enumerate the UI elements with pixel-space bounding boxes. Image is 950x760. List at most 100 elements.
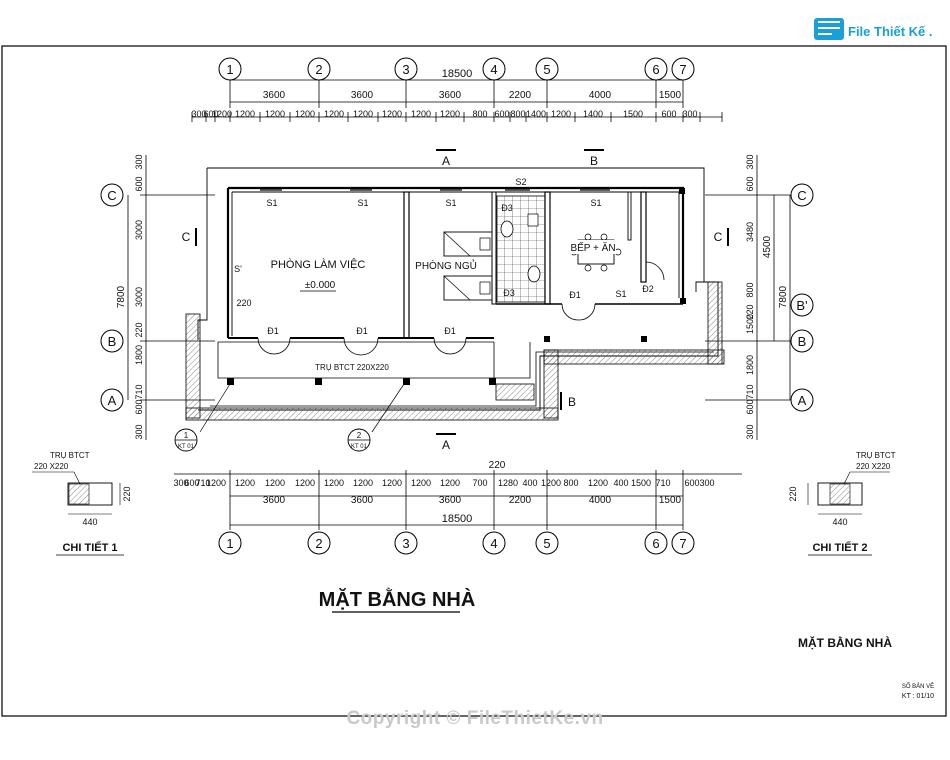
svg-text:440: 440	[832, 517, 847, 527]
building-plan	[185, 167, 725, 421]
planter-left	[185, 313, 201, 419]
top-bay-dim-2: 3600	[439, 90, 462, 101]
row-axis-left-A-label: A	[108, 393, 117, 408]
right-detail-dim-1: 600	[745, 176, 755, 191]
room-label-kitchen: BẾP + ĂN	[570, 241, 615, 254]
bottom-extra-dimension: 220	[489, 460, 506, 471]
room-label-bedroom: PHÒNG NGỦ	[415, 259, 477, 272]
right-detail-dim-7: 710	[745, 384, 755, 399]
bottom-detail-dim-3: 1200	[206, 478, 226, 488]
svg-text:File Thiết Kế .vn: File Thiết Kế .vn	[848, 24, 932, 39]
svg-text:TRỤ BTCT: TRỤ BTCT	[856, 451, 896, 460]
svg-text:Đ1: Đ1	[569, 290, 581, 300]
planter-right	[707, 281, 723, 365]
left-detail-dim-0: 300	[134, 154, 144, 169]
grid-axis-bottom-6: 6	[644, 531, 668, 555]
top-detail-dim-2: 1200	[212, 109, 232, 119]
bottom-total-dimension: 18500	[442, 513, 473, 525]
detail-2-column: TRỤ BTCT 220 X220 440 220 CHI TIẾT 2	[788, 451, 896, 556]
level-mark: ±0.000	[305, 280, 336, 291]
svg-text:S1: S1	[590, 198, 601, 208]
right-mid-dimension: 4500	[762, 235, 773, 258]
grid-axis-bottom-4: 4	[482, 531, 506, 555]
section-b-bottom: B	[568, 395, 576, 409]
detail-callout-2: 2 KT 01	[347, 383, 405, 452]
bottom-detail-dim-9: 1200	[382, 478, 402, 488]
row-axis-right-2-label: B	[798, 334, 807, 349]
right-total-dimension: 7800	[778, 285, 789, 308]
bottom-bay-dim-3: 2200	[509, 495, 532, 506]
grid-axis-top-1-label: 1	[226, 62, 233, 77]
bottom-detail-dim-16: 800	[563, 478, 578, 488]
bottom-detail-dim-2: 710	[195, 478, 210, 488]
right-detail-dim-4: 220	[745, 304, 755, 319]
right-detail-dim-2: 3480	[745, 222, 755, 242]
grid-axis-bottom-4-label: 4	[490, 536, 497, 551]
grid-axis-bottom-2: 2	[307, 531, 331, 555]
bottom-bay-dim-4: 4000	[589, 495, 612, 506]
section-a-bottom: A	[442, 438, 450, 452]
detail-1-title: CHI TIẾT 1	[62, 541, 117, 554]
planter-bottom	[185, 407, 559, 421]
bottom-detail-dim-1: 600	[184, 478, 199, 488]
grid-axis-top-7: 7	[671, 57, 695, 81]
svg-text:S1: S1	[266, 198, 277, 208]
svg-text:S2: S2	[515, 177, 526, 187]
right-detail-dim-6: 1800	[745, 355, 755, 375]
grid-axis-top-5: 5	[535, 57, 559, 81]
svg-text:Đ1: Đ1	[356, 326, 368, 336]
svg-text:220: 220	[122, 486, 132, 501]
right-detail-dim-3: 800	[745, 282, 755, 297]
grid-axis-bottom-5: 5	[535, 531, 559, 555]
bottom-bay-dim-2: 3600	[439, 495, 462, 506]
right-detail-dim-8: 600	[745, 399, 755, 414]
left-detail-dim-5: 1800	[134, 345, 144, 365]
row-axis-left-B: B	[100, 329, 124, 353]
top-bay-dim-4: 4000	[589, 90, 612, 101]
section-c-right: C	[714, 230, 723, 244]
row-axis-left-A: A	[100, 388, 124, 412]
grid-axis-bottom-1-label: 1	[226, 536, 233, 551]
planter-corner	[495, 383, 535, 401]
left-detail-dim-4: 220	[134, 322, 144, 337]
bottom-detail-dim-11: 1200	[440, 478, 460, 488]
grid-axis-bottom-1: 1	[218, 531, 242, 555]
top-detail-dim-11: 800	[472, 109, 487, 119]
row-axis-left-C-label: C	[107, 188, 116, 203]
grid-axis-top-4-label: 4	[490, 62, 497, 77]
top-bay-dim-5: 1500	[659, 90, 682, 101]
bottom-detail-dim-0: 300	[173, 478, 188, 488]
grid-axis-bottom-5-label: 5	[543, 536, 550, 551]
window-labels: S1 S1 S1 S1 S1 S2 S'	[234, 177, 626, 299]
svg-text:S1: S1	[357, 198, 368, 208]
left-total-dimension: 7800	[116, 285, 127, 308]
svg-text:1: 1	[184, 431, 189, 440]
top-bay-dim-1: 3600	[351, 90, 374, 101]
svg-text:440: 440	[82, 517, 97, 527]
grid-axis-top-3-label: 3	[402, 62, 409, 77]
svg-text:Đ1: Đ1	[267, 326, 279, 336]
top-detail-dim-15: 1200	[551, 109, 571, 119]
top-detail-dim-0: 300	[191, 109, 206, 119]
grid-axis-top-2-label: 2	[315, 62, 322, 77]
detail-2-title: CHI TIẾT 2	[812, 541, 867, 554]
site-logo[interactable]: File Thiết Kế .vn	[812, 10, 948, 44]
sheet-number-label: SỐ BẢN VẼ	[902, 683, 934, 690]
grid-axis-top-6: 6	[644, 57, 668, 81]
section-c-left: C	[182, 230, 191, 244]
svg-text:S1: S1	[615, 289, 626, 299]
top-detail-dim-8: 1200	[382, 109, 402, 119]
sheet-number: KT : 01/10	[902, 693, 934, 700]
row-axis-left-B-label: B	[108, 334, 117, 349]
left-detail-dim-2: 3000	[134, 220, 144, 240]
bottom-detail-dim-15: 1200	[541, 478, 561, 488]
bottom-detail-dim-20: 710	[655, 478, 670, 488]
top-detail-dim-13: 800	[510, 109, 525, 119]
sheet-border	[1, 45, 947, 717]
